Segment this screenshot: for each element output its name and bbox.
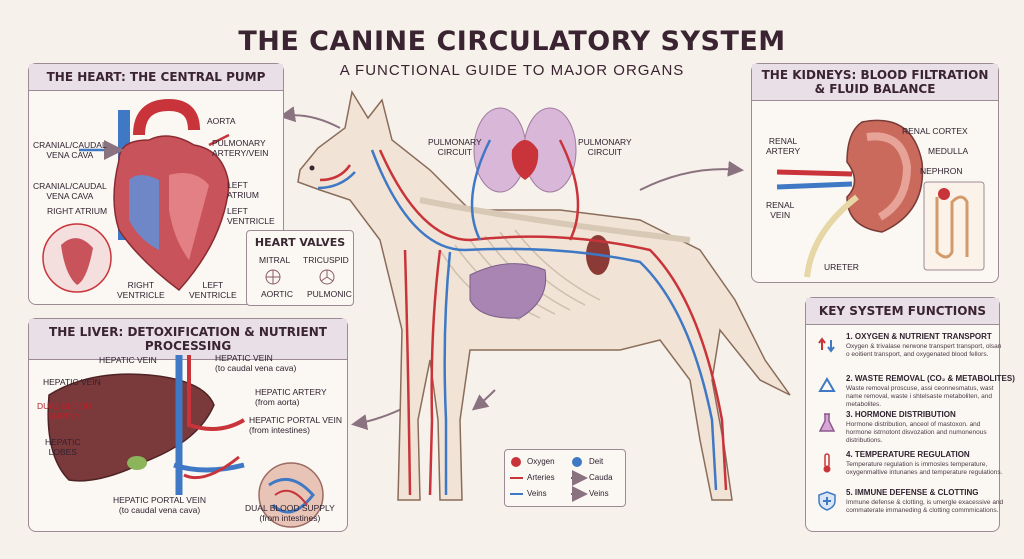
hepatic-vein-top-label: HEPATIC VEIN: [99, 355, 157, 365]
flask-icon: [818, 413, 836, 432]
heart-diagram: [42, 98, 230, 293]
arrow-to-kidney-panel: [639, 160, 744, 191]
recycle-icon: [818, 377, 836, 392]
right-ventricle-label: RIGHT VENTRICLE: [117, 280, 165, 300]
page-subtitle: A FUNCTIONAL GUIDE TO MAJOR ORGANS: [339, 62, 685, 79]
liver-panel: THE LIVER: DETOXIFICATION & NUTRIENT PRO…: [28, 318, 348, 532]
heart-panel: THE HEART: THE CENTRAL PUMP AORTA CRANIA…: [28, 63, 284, 305]
heart-valves-title: HEART VALVES: [254, 236, 346, 249]
left-ventricle-label-1: LEFT VENTRICLE: [227, 206, 275, 226]
spine: [419, 197, 691, 243]
renal-cortex-label: RENAL CORTEX: [902, 126, 968, 136]
legend-swatches: [510, 457, 588, 502]
nephron-inset: [923, 181, 985, 271]
legend-veins-2: Veins: [589, 489, 609, 498]
pulmonary-circuit-left-label: PULMONARY CIRCUIT: [428, 137, 482, 157]
arrow-to-legend: [471, 389, 496, 411]
pulmonary-circuit-right-label: PULMONARY CIRCUIT: [578, 137, 632, 157]
tricuspid-label: TRICUSPID: [303, 255, 349, 265]
vena-cava-label-2: CRANIAL/CAUDAL VENA CAVA: [33, 181, 107, 201]
dog-liver: [469, 263, 547, 319]
valve-icons: [265, 269, 335, 285]
mitral-label: MITRAL: [259, 255, 291, 265]
liver-diagram: [47, 355, 324, 528]
aorta-label: AORTA: [207, 116, 236, 126]
shield-icon: [818, 491, 836, 511]
pulmonary-artery-label: PULMONARY ARTERY/VEIN: [212, 138, 269, 158]
vena-cava-label-1: CRANIAL/CAUDAL VENA CAVA: [33, 140, 107, 160]
hepatic-vein-left-label: HEPATIC VEIN: [43, 377, 101, 387]
kidney-diagram: [776, 119, 985, 278]
thermometer-icon: [823, 453, 831, 473]
legend-oxygen: Oxygen: [527, 457, 555, 466]
hepatic-artery-label: HEPATIC ARTERY (from aorta): [255, 387, 327, 407]
hepatic-lobes-label: HEPATIC LOBES: [45, 437, 81, 457]
legend-veins-1: Veins: [527, 489, 547, 498]
right-atrium-label: RIGHT ATRIUM: [47, 206, 108, 216]
hepatic-artery-vessel: [187, 355, 246, 431]
dog-body: [297, 89, 791, 501]
legend-arteries: Arteries: [527, 473, 555, 482]
aortic-label: AORTIC: [261, 289, 293, 299]
intestine-inset-circle: [258, 462, 324, 528]
hepatic-portal-vein-bottom-label: HEPATIC PORTAL VEIN (to caudal vena cava…: [113, 495, 207, 515]
kidney-panel: THE KIDNEYS: BLOOD FILTRATION & FLUID BA…: [751, 63, 999, 283]
legend-deit: Deit: [589, 457, 604, 466]
renal-vein-label: RENAL VEIN: [766, 200, 795, 220]
hepatic-portal-vein-label: HEPATIC PORTAL VEIN (from intestines): [249, 415, 343, 435]
aorta-vessel: [133, 98, 200, 136]
ureter-label: URETER: [824, 262, 859, 272]
functions-panel: KEY SYSTEM FUNCTIONS 1. OXYGEN & NUTRIEN…: [805, 297, 1015, 532]
pulmonic-label: PULMONIC: [307, 289, 352, 299]
legend: Oxygen Deit Arteries Cauda Veins Veins: [504, 449, 626, 507]
arrow-to-heart-panel: [279, 106, 341, 129]
nephron-label: NEPHRON: [920, 166, 963, 176]
portal-vein-vessel: [173, 462, 245, 473]
dual-blood-supply-bottom-label: DUAL BLOOD SUPPLY (from intestines): [245, 503, 335, 523]
kidney-panel-header: THE KIDNEYS: BLOOD FILTRATION & FLUID BA…: [752, 64, 998, 101]
legend-cauda: Cauda: [589, 473, 613, 482]
heart-small: [511, 140, 539, 180]
heart-valves-box: HEART VALVES MITRAL TRICUSPID AORTIC PUL…: [246, 230, 354, 306]
page-title: THE CANINE CIRCULATORY SYSTEM: [238, 26, 786, 57]
heart-panel-header: THE HEART: THE CENTRAL PUMP: [29, 64, 283, 91]
hepatic-vein-sub-label: HEPATIC VEIN (to caudal vena cava): [215, 353, 297, 373]
renal-artery-label: RENAL ARTERY: [766, 136, 801, 156]
transport-arrows-icon: [818, 337, 835, 353]
left-atrium-label: LEFT ATRIUM: [227, 180, 259, 200]
left-ventricle-label-2: LEFT VENTRICLE: [189, 280, 237, 300]
dual-blood-supply-label: DUAL BLOOD SUPPLY: [37, 401, 92, 421]
ureter: [804, 194, 859, 278]
renal-artery: [776, 169, 853, 177]
renal-vein: [776, 181, 853, 190]
functions-panel-header: KEY SYSTEM FUNCTIONS: [806, 298, 999, 325]
medulla-label: MEDULLA: [928, 146, 969, 156]
liver-shape: [47, 373, 215, 482]
